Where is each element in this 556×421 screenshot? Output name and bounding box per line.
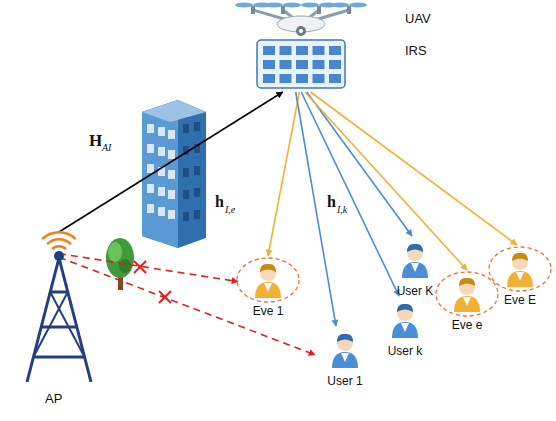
device-label: Eve E <box>504 293 536 307</box>
eve-node: Eve E <box>490 245 550 309</box>
tree <box>106 238 134 290</box>
wireless-link <box>59 92 283 232</box>
device-label: Eve 1 <box>253 304 284 318</box>
user-node: User 1 <box>315 326 375 390</box>
wireless-link <box>305 92 467 270</box>
user-node: User k <box>375 296 435 360</box>
channel-symbol: AI <box>101 143 112 153</box>
device-label: User K <box>397 284 434 298</box>
uav-node: UAV <box>235 0 435 36</box>
wireless-link <box>296 92 336 326</box>
irs-node: IRS <box>255 38 440 92</box>
wireless-link <box>307 92 412 236</box>
channel-symbol: I,k <box>336 205 348 215</box>
blocked-cross <box>134 261 171 303</box>
device-label: IRS <box>405 44 427 58</box>
device-label: UAV <box>405 12 431 26</box>
wireless-link <box>311 92 518 245</box>
device-label: User k <box>388 344 423 358</box>
wireless-link <box>268 92 299 256</box>
device-label: AP <box>45 392 62 406</box>
wireless-link <box>301 92 399 296</box>
channel-symbol: I,e <box>224 205 236 215</box>
ap-node: AP <box>15 232 95 412</box>
eve-node: Eve e <box>437 270 497 334</box>
eve-node: Eve 1 <box>238 256 298 320</box>
ap-icon <box>15 232 95 412</box>
device-label: Eve e <box>452 318 483 332</box>
blocked-link <box>59 257 315 355</box>
device-label: User 1 <box>327 374 362 388</box>
